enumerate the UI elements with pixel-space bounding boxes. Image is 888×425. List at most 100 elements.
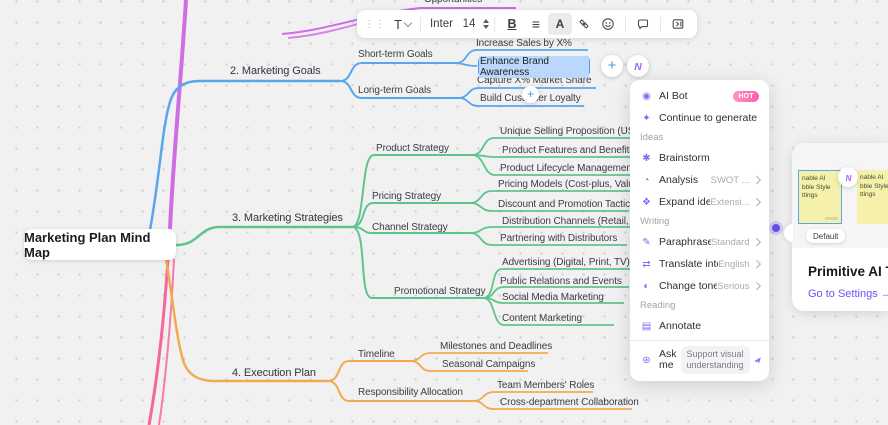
node-timeline[interactable]: Timeline bbox=[358, 349, 395, 360]
ask-me-icon: ⊛ bbox=[642, 354, 651, 366]
default-style-pill[interactable]: Default bbox=[806, 229, 846, 243]
menu-section-ideas: Ideas bbox=[640, 132, 664, 143]
brainstorm-icon: ✱ bbox=[642, 152, 651, 164]
menu-item-paraphrase[interactable]: ✎ Paraphrase Standard bbox=[630, 231, 769, 253]
sticky-note-default[interactable]: nable AI bble Style ttings bbox=[798, 170, 842, 224]
font-size-select[interactable]: 14 bbox=[457, 13, 481, 35]
node-capture-share[interactable]: Capture X% Market Share bbox=[477, 75, 592, 86]
step-down-icon bbox=[482, 25, 489, 29]
chevron-right-icon bbox=[752, 260, 761, 268]
node-pricing-models[interactable]: Pricing Models (Cost-plus, Value-b bbox=[498, 179, 648, 190]
drag-handle-icon[interactable]: ⋮⋮ bbox=[364, 18, 386, 30]
ask-me-row[interactable]: ⊛ Ask me Support visual understanding bbox=[630, 340, 769, 381]
menu-item-expand-ideas[interactable]: ❖ Expand ideas Extensi... bbox=[630, 191, 769, 213]
node-usp[interactable]: Unique Selling Proposition (USP) bbox=[500, 126, 645, 137]
emoji-icon bbox=[602, 18, 614, 30]
comment-icon bbox=[637, 19, 649, 30]
node-product-features[interactable]: Product Features and Benefits bbox=[502, 145, 635, 156]
chevron-right-icon bbox=[752, 238, 761, 246]
bold-button[interactable]: B bbox=[500, 13, 524, 35]
chevron-right-icon bbox=[752, 282, 761, 290]
mindmap-generate-icon: ✦ bbox=[642, 112, 651, 124]
node-execution-plan[interactable]: 4. Execution Plan bbox=[232, 367, 316, 379]
font-color-button[interactable]: A bbox=[547, 13, 572, 35]
ai-style-previews: nable AI bble Style ttings nable AI bble… bbox=[792, 143, 888, 248]
menu-item-continue-generate[interactable]: ✦ Continue to generate min... bbox=[630, 107, 769, 129]
ai-assistant-button[interactable]: N bbox=[627, 55, 649, 77]
node-increase-sales[interactable]: Increase Sales by X% bbox=[476, 38, 572, 49]
menu-item-ai-bot[interactable]: ◉ AI Bot HOT bbox=[630, 85, 769, 107]
panel-collapse-handle[interactable] bbox=[784, 224, 793, 242]
chevron-right-icon bbox=[752, 176, 761, 184]
node-content-marketing[interactable]: Content Marketing bbox=[502, 313, 583, 324]
node-distribution[interactable]: Distribution Channels (Retail, Onli bbox=[502, 216, 649, 227]
node-lifecycle[interactable]: Product Lifecycle Management bbox=[500, 163, 635, 174]
annotate-icon: ▤ bbox=[641, 320, 652, 332]
node-opportunities[interactable]: Opportunities bbox=[424, 0, 482, 5]
panel-title: Primitive AI Tool bbox=[808, 264, 888, 279]
ai-context-menu: ◉ AI Bot HOT ✦ Continue to generate min.… bbox=[630, 80, 769, 381]
ai-bot-icon: ◉ bbox=[642, 90, 651, 102]
svg-text:N: N bbox=[845, 172, 852, 182]
menu-section-writing: Writing bbox=[640, 216, 670, 227]
ai-logo-badge: N bbox=[838, 167, 858, 187]
node-pr-events[interactable]: Public Relations and Events bbox=[500, 276, 622, 287]
menu-section-reading: Reading bbox=[640, 300, 676, 311]
chevron-right-icon bbox=[752, 198, 761, 206]
emoji-button[interactable] bbox=[596, 13, 620, 35]
menu-item-translate[interactable]: ⇄ Translate into English bbox=[630, 253, 769, 275]
root-node[interactable]: Marketing Plan Mind Map bbox=[24, 229, 176, 260]
text-style-button[interactable]: T bbox=[390, 13, 415, 35]
add-child-button[interactable]: + bbox=[601, 55, 623, 77]
ask-me-input[interactable]: Support visual understanding bbox=[680, 346, 750, 374]
primitive-ai-panel: nable AI bble Style ttings nable AI bble… bbox=[792, 143, 888, 311]
font-family-select[interactable]: Inter bbox=[426, 13, 457, 35]
align-button[interactable]: ≡ bbox=[524, 13, 548, 35]
node-cross-dept[interactable]: Cross-department Collaboration bbox=[500, 397, 639, 408]
menu-item-annotate[interactable]: ▤ Annotate bbox=[641, 320, 702, 332]
sticky-note-variant[interactable]: nable AI bble Style ttings bbox=[857, 170, 888, 224]
svg-text:N: N bbox=[634, 62, 642, 73]
node-marketing-strategies[interactable]: 3. Marketing Strategies bbox=[232, 212, 343, 224]
add-sibling-button[interactable]: + bbox=[522, 86, 539, 103]
node-discount-tactics[interactable]: Discount and Promotion Tactics bbox=[498, 199, 635, 210]
font-size-stepper[interactable] bbox=[482, 19, 489, 29]
node-partnering[interactable]: Partnering with Distributors bbox=[500, 233, 618, 244]
menu-item-brainstorm[interactable]: ✱ Brainstorm bbox=[630, 147, 769, 169]
link-button[interactable] bbox=[572, 13, 596, 35]
go-to-settings-link[interactable]: Go to Settings → bbox=[808, 288, 888, 300]
node-social-media[interactable]: Social Media Marketing bbox=[502, 292, 604, 303]
change-tone-icon: ◐ bbox=[643, 280, 650, 292]
analysis-icon: ◔ bbox=[643, 174, 650, 186]
open-panel-button[interactable] bbox=[666, 13, 690, 35]
node-product-strategy[interactable]: Product Strategy bbox=[376, 143, 449, 154]
selection-handle-dot[interactable] bbox=[772, 224, 780, 232]
step-up-icon bbox=[482, 19, 489, 23]
node-seasonal[interactable]: Seasonal Campaigns bbox=[442, 359, 536, 370]
comment-button[interactable] bbox=[631, 13, 655, 35]
node-channel-strategy[interactable]: Channel Strategy bbox=[372, 222, 448, 233]
ai-logo-icon: N bbox=[845, 172, 852, 182]
translate-icon: ⇄ bbox=[642, 258, 651, 270]
ai-logo-icon: N bbox=[634, 62, 642, 73]
node-promotional-strategy[interactable]: Promotional Strategy bbox=[394, 286, 486, 297]
hot-badge: HOT bbox=[733, 90, 759, 102]
node-advertising[interactable]: Advertising (Digital, Print, TV) bbox=[502, 257, 630, 268]
chevron-down-icon bbox=[403, 18, 413, 27]
node-responsibility[interactable]: Responsibility Allocation bbox=[358, 387, 463, 398]
node-marketing-goals[interactable]: 2. Marketing Goals bbox=[230, 65, 321, 77]
node-milestones[interactable]: Milestones and Deadlines bbox=[440, 341, 553, 352]
node-long-term-goals[interactable]: Long-term Goals bbox=[358, 85, 431, 96]
align-icon: ≡ bbox=[531, 16, 541, 32]
menu-item-change-tone[interactable]: ◐ Change tone Serious bbox=[630, 275, 769, 297]
text-format-toolbar: ⋮⋮ T Inter 14 B ≡ A bbox=[357, 10, 697, 38]
node-team-roles[interactable]: Team Members' Roles bbox=[497, 380, 595, 391]
node-short-term-goals[interactable]: Short-term Goals bbox=[358, 49, 433, 60]
node-enhance-brand-selected[interactable]: Enhance Brand Awareness bbox=[478, 55, 590, 78]
menu-item-analysis[interactable]: ◔ Analysis SWOT ... bbox=[630, 169, 769, 191]
send-icon[interactable] bbox=[754, 354, 761, 367]
note-watermark bbox=[825, 217, 838, 220]
node-pricing-strategy[interactable]: Pricing Strategy bbox=[372, 191, 441, 202]
